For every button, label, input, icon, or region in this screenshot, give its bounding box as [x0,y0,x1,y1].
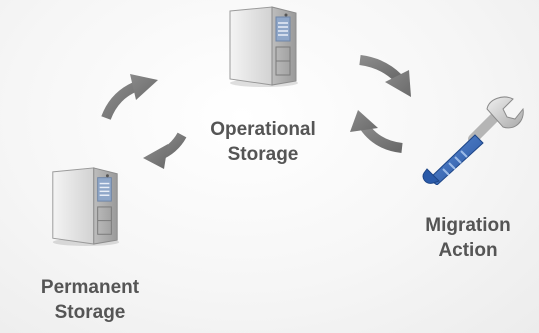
server-icon [52,167,120,246]
permanent-label-line1: Permanent [40,277,140,298]
operational-label-line1: Operational [210,119,316,140]
operational-label-line2: Storage [227,144,299,165]
arrow-operational-to-permanent [143,132,187,169]
permanent-label-line2: Storage [54,302,126,323]
arrow-operational-to-migration [359,55,411,97]
migration-label-line1: Migration [425,215,511,236]
server-icon [229,6,298,87]
wrench-icon [422,96,524,185]
migration-label-line2: Action [438,240,498,261]
operational-storage-label: Operational Storage [178,117,348,167]
arrow-permanent-to-operational [101,74,158,120]
migration-action-label: Migration Action [400,213,536,263]
permanent-storage-label: Permanent Storage [20,275,160,325]
arrow-migration-to-operational [350,110,403,153]
